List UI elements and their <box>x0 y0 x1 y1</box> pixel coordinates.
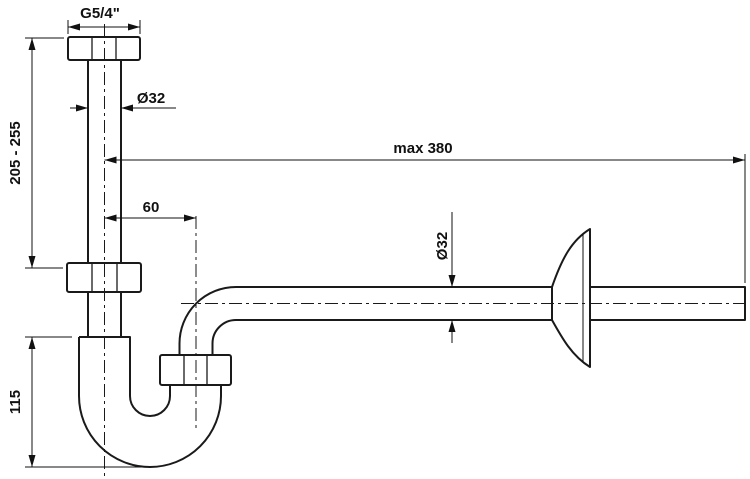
dimensions: G5/4" Ø32 205 - 255 max 380 60 <box>7 5 746 468</box>
outlet-diameter-label: Ø32 <box>434 232 451 260</box>
wall-rosette <box>551 228 591 368</box>
offset-label: 60 <box>143 199 160 216</box>
centerlines <box>104 24 748 476</box>
trap-assembly <box>66 36 746 468</box>
height-range-label: 205 - 255 <box>7 121 24 184</box>
dim-inlet-diameter: Ø32 <box>70 90 176 112</box>
max-length-label: max 380 <box>393 140 452 157</box>
dim-thread: G5/4" <box>67 5 141 34</box>
dim-max-length: max 380 <box>104 140 746 283</box>
dim-trap-depth: 115 <box>7 336 146 468</box>
dim-outlet-diameter: Ø32 <box>434 212 456 343</box>
thread-label: G5/4" <box>80 5 120 22</box>
dim-height-range: 205 - 255 <box>7 37 64 269</box>
inlet-diameter-label: Ø32 <box>137 90 165 107</box>
trap-depth-label: 115 <box>7 390 24 414</box>
outlet-elbow-pipe <box>178 286 746 359</box>
dim-offset: 60 <box>104 199 196 222</box>
